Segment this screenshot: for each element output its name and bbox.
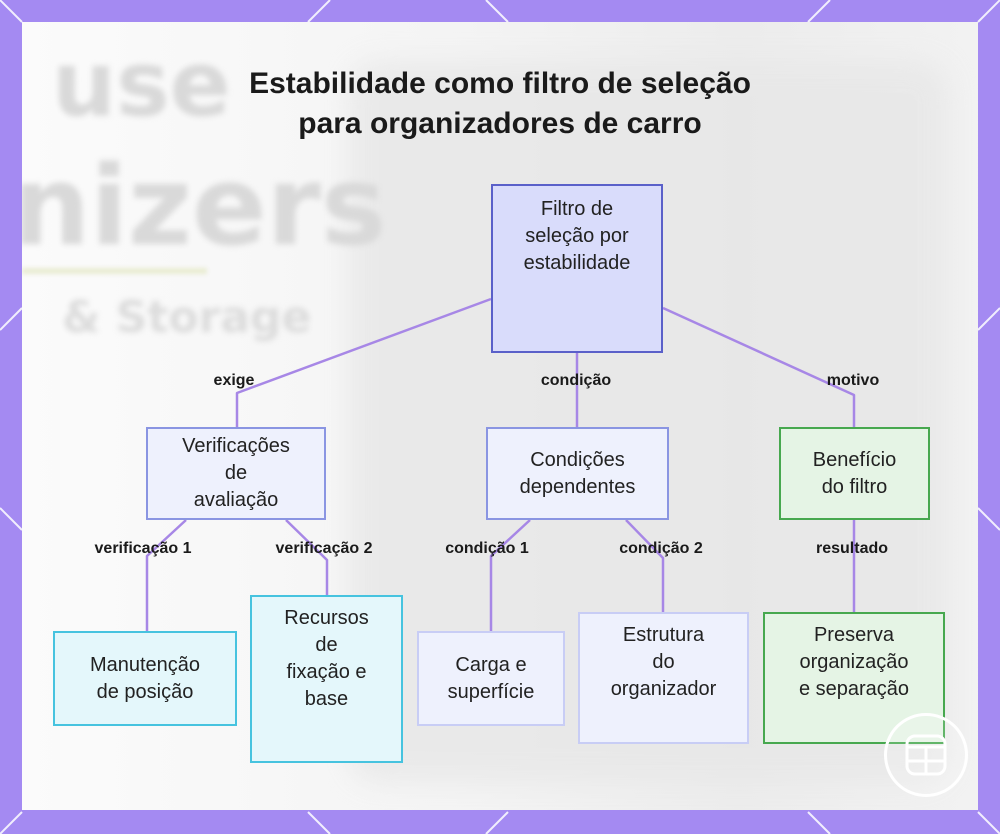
title-line-1: Estabilidade como filtro de seleção [249,67,751,100]
title-line-2: para organizadores de carro [298,107,702,140]
node-recursos: Recursos de fixação e base [250,595,403,763]
node-text: Filtro de [540,198,614,220]
node-text: do [652,651,675,673]
node-text: estabilidade [523,252,631,274]
node-text: de posição [96,680,194,703]
edge-exige [235,297,492,427]
edge-label-condicao: condição [540,372,612,389]
node-text: organização [799,651,909,673]
node-text: fixação e [286,661,367,683]
edge-condicao-2 [625,519,665,612]
diagram-title: Estabilidade como filtro de seleção para… [0,64,1000,144]
edge-condicao-1 [489,519,531,631]
node-text: de [315,634,338,656]
background-text-2: nizers [22,142,387,270]
node-text: Estrutura [622,624,705,646]
node-text: Condições [530,448,625,471]
background-text-1: use [52,32,231,137]
node-text: superfície [447,680,535,703]
edge-label-condicao-1: condição 1 [445,540,529,557]
node-text: Verificações [182,435,290,457]
edge-label-verificacao-1: verificação 1 [94,540,192,557]
node-text: Benefício [812,448,897,471]
node-text: base [304,688,349,710]
node-text: Carga e [455,653,527,676]
background-bar [22,268,207,274]
node-text: organizador [610,678,717,700]
node-text: avaliação [193,489,279,511]
node-text: Recursos [284,607,369,629]
edge-verificacao-2 [285,519,329,595]
node-text: Preserva [813,624,894,646]
node-text: seleção por [525,225,629,247]
edge-label-motivo: motivo [826,372,880,389]
edge-label-verificacao-2: verificação 2 [275,540,373,557]
background-text-3: & Storage [62,292,312,343]
edge-motivo [662,306,856,427]
node-text: Manutenção [89,653,201,676]
node-manutencao: Manutenção de posição [53,631,237,726]
edge-label-exige: exige [213,372,255,389]
node-estrutura: Estrutura do organizador [578,612,749,744]
grid-app-icon [884,713,968,797]
node-verificacoes: Verificações de avaliação [146,427,326,520]
node-condicoes: Condições dependentes [486,427,669,520]
node-preserva: Preserva organização e separação [763,612,945,744]
edge-label-condicao-2: condição 2 [619,540,703,557]
edge-verificacao-1 [145,519,187,631]
node-text: do filtro [821,475,888,498]
node-carga: Carga e superfície [417,631,565,726]
edge-label-resultado: resultado [815,540,889,557]
node-text: e separação [798,678,910,700]
node-beneficio: Benefício do filtro [779,427,930,520]
node-filtro-estabilidade: Filtro de seleção por estabilidade [491,184,663,353]
node-text: de [224,462,248,484]
node-text: dependentes [519,475,636,498]
